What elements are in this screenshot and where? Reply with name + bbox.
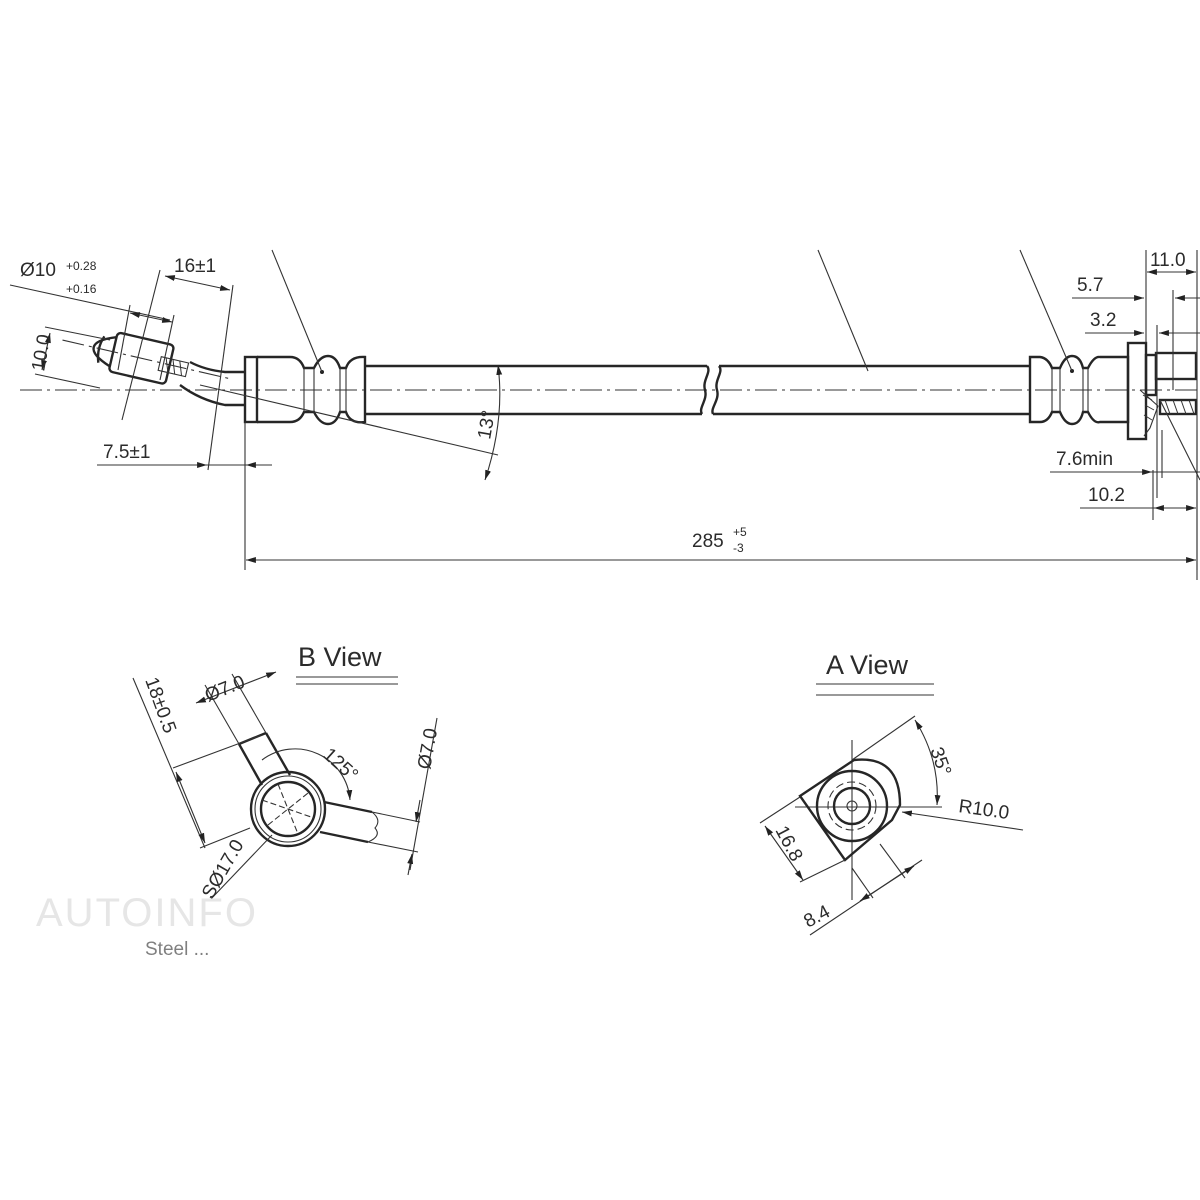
b-view-offset-label: 18±0.5 (140, 675, 180, 737)
offset-label: 7.5±1 (103, 442, 150, 463)
diameter-tol-upper: +0.28 (66, 259, 97, 273)
watermark-logo: AUTOINFO (36, 891, 258, 935)
bend-angle-dimension: 13° (199, 364, 503, 481)
length-label: 16±1 (174, 256, 216, 277)
left-fitting-dimensions: Ø10 +0.28 +0.16 16±1 10.0 7.5±1 (9, 256, 272, 570)
overall-label: 11.0 (1150, 250, 1186, 271)
b-view-diameter-1-label: Ø7.0 (202, 672, 248, 707)
overall-length-label: 285 (692, 531, 724, 552)
overall-length-tol-lower: -3 (733, 541, 744, 555)
dim-a-label: 5.7 (1077, 275, 1103, 296)
a-view: A View 35° R10.0 16.8 8.4 (759, 650, 1024, 936)
a-view-title: A View (826, 650, 909, 680)
b-view-title: B View (298, 642, 382, 672)
b-view-diameter-2-label: Ø7.0 (414, 727, 442, 771)
main-view: 13° Ø10 +0.28 +0.16 16±1 10.0 (9, 249, 1200, 580)
overall-length-tol-upper: +5 (733, 525, 747, 539)
a-view-angle-label: 35° (925, 745, 955, 779)
diameter-tol-lower: +0.16 (66, 282, 97, 296)
diameter-label: Ø10 (20, 260, 56, 281)
hose-tube (365, 364, 1030, 416)
dim-b-label: 3.2 (1090, 310, 1116, 331)
dim-c-label: 10.2 (1088, 485, 1125, 506)
height-label: 10.0 (28, 333, 55, 373)
b-view-cut-label: Steel ... (145, 939, 209, 960)
leader-lines (271, 249, 1200, 481)
b-view-angle-label: 125° (319, 744, 362, 786)
min-length-label: 7.6min (1056, 449, 1113, 470)
bend-angle-label: 13° (474, 409, 500, 441)
a-view-width-label: 16.8 (771, 822, 807, 865)
a-view-half-width-label: 8.4 (800, 901, 834, 932)
left-fitting (62, 331, 245, 407)
a-view-radius-label: R10.0 (957, 796, 1010, 824)
right-banjo-fitting (1126, 341, 1198, 441)
overall-length-dimension: 285 +5 -3 (246, 430, 1198, 570)
